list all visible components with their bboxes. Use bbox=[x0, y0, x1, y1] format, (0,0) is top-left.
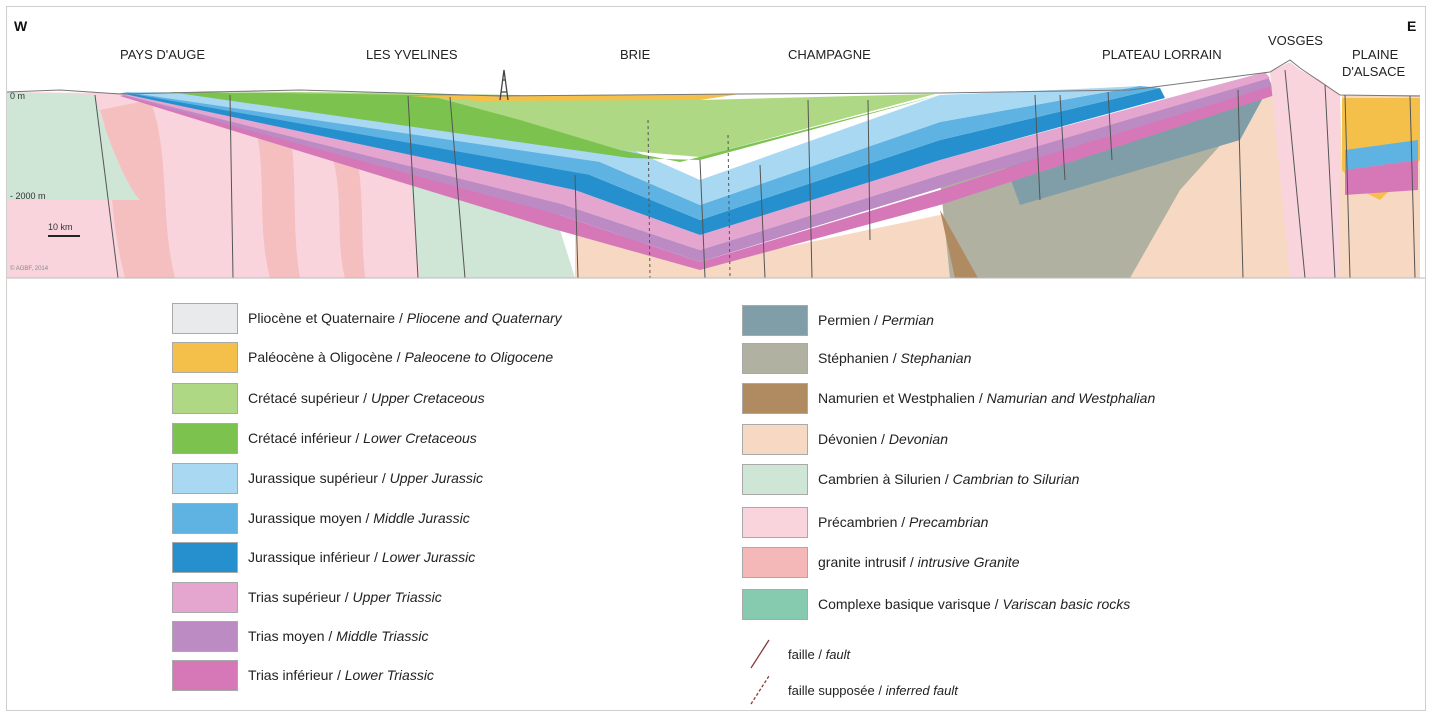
region-label: BRIE bbox=[620, 47, 651, 62]
legend-text: Complexe basique varisque / Variscan bas… bbox=[818, 596, 1131, 612]
legend-text: Stéphanien / Stephanian bbox=[818, 350, 972, 366]
granite-intrusion bbox=[250, 110, 300, 278]
legend-text: granite intrusif / intrusive Granite bbox=[818, 554, 1020, 570]
granite-intrusion bbox=[100, 100, 175, 278]
figure-frame bbox=[6, 6, 1426, 711]
depth-label-2000: - 2000 m bbox=[10, 191, 46, 201]
inferred-fault-symbol-icon bbox=[750, 675, 770, 705]
upper-cretaceous bbox=[175, 91, 935, 157]
legend-item-stephanian: Stéphanien / Stephanian bbox=[742, 341, 971, 375]
legend-item-middle-triassic: Trias moyen / Middle Triassic bbox=[172, 619, 428, 653]
legend-swatch bbox=[172, 502, 238, 534]
legend-item-intrusive-granite: granite intrusif / intrusive Granite bbox=[742, 545, 1020, 579]
legend-text: Pliocène et Quaternaire / Pliocene and Q… bbox=[248, 310, 562, 326]
legend-text: Trias inférieur / Lower Triassic bbox=[248, 667, 434, 683]
cross-section bbox=[6, 7, 1425, 279]
region-label: CHAMPAGNE bbox=[788, 47, 871, 62]
legend-text: Jurassique inférieur / Lower Jurassic bbox=[248, 549, 476, 565]
legend-text: Dévonien / Devonian bbox=[818, 431, 948, 447]
legend-swatch bbox=[172, 341, 238, 373]
legend-item-cambrian-silurian: Cambrien à Silurien / Cambrian to Siluri… bbox=[742, 462, 1079, 496]
legend-item-precambrian: Précambrien / Precambrian bbox=[742, 505, 988, 539]
legend-text: Paléocène à Oligocène / Paleocene to Oli… bbox=[248, 349, 554, 365]
legend-item-variscan-basic: Complexe basique varisque / Variscan bas… bbox=[742, 587, 1130, 621]
legend-item-devonian: Dévonien / Devonian bbox=[742, 422, 948, 456]
legend-swatch bbox=[742, 546, 808, 578]
legend-item-fault: faille / fault bbox=[748, 638, 850, 670]
legend-swatch bbox=[742, 342, 808, 374]
legend-swatch bbox=[742, 463, 808, 495]
legend-text: Crétacé supérieur / Upper Cretaceous bbox=[248, 390, 485, 406]
region-label: VOSGES bbox=[1268, 33, 1323, 48]
legend-item-upper-cretaceous: Crétacé supérieur / Upper Cretaceous bbox=[172, 381, 485, 415]
legend-text: Permien / Permian bbox=[818, 312, 934, 328]
region-label: PLATEAU LORRAIN bbox=[1102, 47, 1222, 62]
legend-text: faille / fault bbox=[788, 646, 851, 662]
legend-item-paleocene-oligocene: Paléocène à Oligocène / Paleocene to Oli… bbox=[172, 340, 553, 374]
faults bbox=[94, 69, 1416, 279]
legend-text: Précambrien / Precambrian bbox=[818, 514, 989, 530]
legend-swatch bbox=[172, 302, 238, 334]
legend-item-upper-jurassic: Jurassique supérieur / Upper Jurassic bbox=[172, 461, 483, 495]
region-label: PAYS D'AUGE bbox=[120, 47, 206, 62]
legend-text: Trias moyen / Middle Triassic bbox=[248, 628, 429, 644]
legend-item-namurian-westphalian: Namurien et Westphalien / Namurian and W… bbox=[742, 381, 1155, 415]
legend-item-middle-jurassic: Jurassique moyen / Middle Jurassic bbox=[172, 501, 470, 535]
legend-swatch bbox=[172, 382, 238, 414]
inferred-faults bbox=[647, 119, 731, 279]
legend-item-lower-jurassic: Jurassique inférieur / Lower Jurassic bbox=[172, 540, 475, 574]
legend-swatch bbox=[742, 588, 808, 620]
legend-item-upper-triassic: Trias supérieur / Upper Triassic bbox=[172, 580, 442, 614]
legend-text: faille supposée / inferred fault bbox=[788, 682, 958, 698]
legend-swatch bbox=[172, 462, 238, 494]
cambrian-silurian-patch bbox=[7, 92, 140, 200]
legend-swatch bbox=[742, 423, 808, 455]
legend-swatch bbox=[742, 506, 808, 538]
namurian-westphalian bbox=[940, 210, 978, 278]
eiffel-tower bbox=[499, 69, 509, 101]
legend-text: Trias supérieur / Upper Triassic bbox=[248, 589, 442, 605]
legend-swatch bbox=[172, 541, 238, 573]
region-label: D'ALSACE bbox=[1342, 64, 1406, 79]
legend-item-permian: Permien / Permian bbox=[742, 303, 934, 337]
legend-item-inferred-fault: faille supposée / inferred fault bbox=[748, 674, 958, 706]
legend-text: Jurassique supérieur / Upper Jurassic bbox=[248, 470, 484, 486]
legend-swatch bbox=[172, 659, 238, 691]
depth-label-0: 0 m bbox=[10, 91, 26, 101]
legend-swatch bbox=[172, 620, 238, 652]
legend-item-lower-triassic: Trias inférieur / Lower Triassic bbox=[172, 658, 434, 692]
region-label: LES YVELINES bbox=[366, 47, 458, 62]
west-marker: W bbox=[14, 18, 28, 34]
granite-intrusion bbox=[330, 150, 365, 278]
region-label: PLAINE bbox=[1352, 47, 1399, 62]
east-marker: E bbox=[1407, 18, 1417, 34]
scale-label: 10 km bbox=[48, 222, 73, 232]
vosges-relief bbox=[1270, 62, 1340, 278]
legend-swatch bbox=[742, 382, 808, 414]
legend-swatch bbox=[742, 304, 808, 336]
legend-text: Jurassique moyen / Middle Jurassic bbox=[248, 510, 470, 526]
legend-text: Cambrien à Silurien / Cambrian to Siluri… bbox=[818, 471, 1080, 487]
copyright: © AGBF, 2014 bbox=[10, 266, 49, 272]
legend-swatch bbox=[172, 422, 238, 454]
legend-swatch bbox=[172, 581, 238, 613]
ground-surface bbox=[6, 59, 1421, 97]
legend-text: Namurien et Westphalien / Namurian and W… bbox=[818, 390, 1156, 406]
fault-symbol-icon bbox=[750, 639, 770, 669]
alsace-graben-triassic bbox=[1345, 160, 1418, 195]
legend-text: Crétacé inférieur / Lower Cretaceous bbox=[248, 430, 477, 446]
legend-item-pliocene-quaternary: Pliocène et Quaternaire / Pliocene and Q… bbox=[172, 301, 562, 335]
legend-item-lower-cretaceous: Crétacé inférieur / Lower Cretaceous bbox=[172, 421, 477, 455]
